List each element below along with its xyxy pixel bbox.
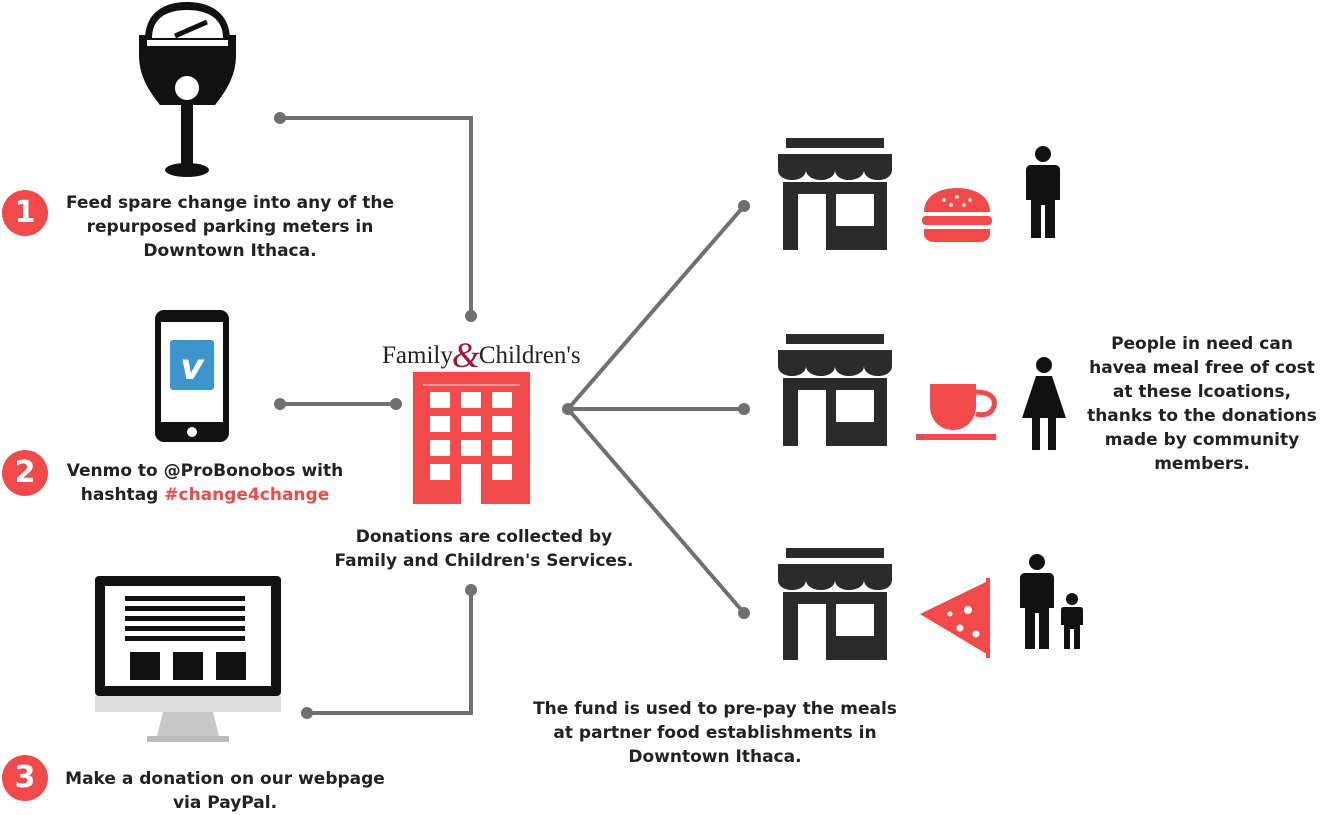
outcome-caption: People in need can havea meal free of co… xyxy=(1087,334,1317,474)
parking-meter-icon xyxy=(139,2,236,177)
storefront-icon xyxy=(778,334,892,446)
coffee-cup-icon xyxy=(916,384,997,440)
step-3-text: Make a donation on our webpage via PayPa… xyxy=(65,769,385,813)
step-1-number: 1 xyxy=(2,190,48,236)
storefront-icon xyxy=(778,138,892,250)
pizza-slice-icon xyxy=(920,578,990,658)
venmo-phone-icon: v xyxy=(155,310,229,442)
hashtag-label: #change4change xyxy=(164,485,330,505)
connector-meter-to-collector xyxy=(278,116,473,318)
computer-monitor-icon xyxy=(95,576,281,742)
fund-caption: The fund is used to pre-pay the meals at… xyxy=(533,699,897,767)
step-2-text: Venmo to @ProBonobos with hashtag #chang… xyxy=(55,459,355,507)
org-name-part2: Children's xyxy=(478,342,581,369)
step-2-text-prefix: Venmo to @ProBonobos with hashtag xyxy=(66,461,344,505)
step-3-number: 3 xyxy=(2,755,48,801)
step-2-number: 2 xyxy=(2,450,48,496)
man-icon xyxy=(1026,146,1060,238)
org-logo: Family&Children's xyxy=(382,330,590,375)
org-ampersand: & xyxy=(451,335,480,375)
building-icon xyxy=(413,372,530,504)
burger-icon xyxy=(922,188,992,242)
connector-to-store-1 xyxy=(566,204,746,411)
connector-to-store-3 xyxy=(566,407,746,615)
collector-caption: Donations are collected by Family and Ch… xyxy=(334,527,634,571)
connector-web-to-collector xyxy=(305,588,473,715)
step-1-text: Feed spare change into any of the repurp… xyxy=(65,193,394,261)
storefront-icon xyxy=(778,548,892,660)
org-name-part1: Family xyxy=(382,342,453,369)
parent-child-icon xyxy=(1020,554,1083,649)
svg-text:v: v xyxy=(180,347,205,388)
woman-icon xyxy=(1022,357,1066,450)
